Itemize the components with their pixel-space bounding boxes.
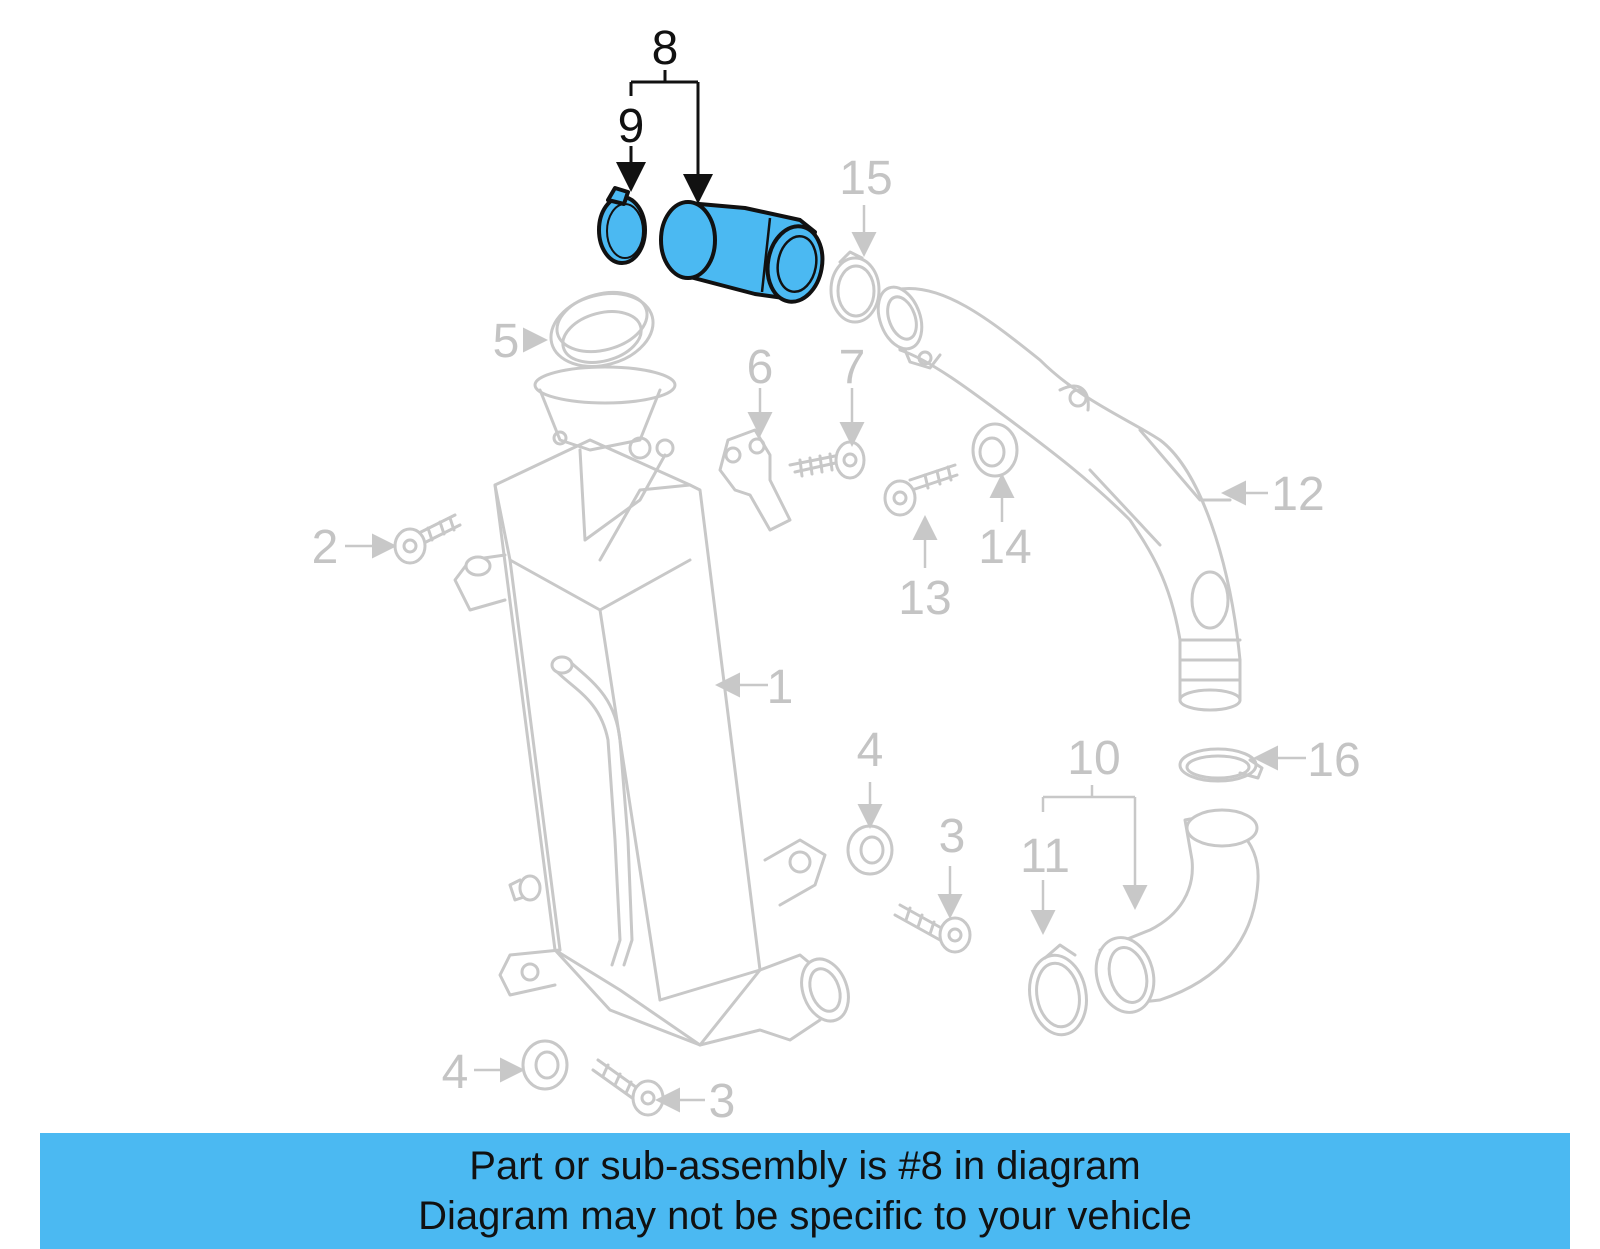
clamp-16-part bbox=[1178, 747, 1264, 783]
grommet-14-part bbox=[971, 422, 1019, 478]
bolt-13-part bbox=[883, 463, 959, 517]
callout-4-lower: 4 bbox=[442, 1046, 469, 1099]
callout-3-lower: 3 bbox=[709, 1075, 736, 1128]
bolt-3-lower-part bbox=[591, 1058, 665, 1117]
callout-11: 11 bbox=[1020, 830, 1070, 883]
intercooler-part bbox=[453, 365, 850, 1047]
clamp-11-part bbox=[1028, 943, 1088, 1037]
grommet-4-lower-part bbox=[521, 1039, 569, 1091]
clamp-15-part bbox=[829, 250, 881, 324]
callout-leaders bbox=[345, 205, 1306, 1113]
callout-labels: 8 9 15 5 6 7 2 13 14 12 1 16 10 4 3 11 4… bbox=[312, 22, 1361, 1128]
hose-8-highlighted-part bbox=[659, 200, 825, 304]
bolt-3-upper-part bbox=[893, 903, 972, 954]
callout-2: 2 bbox=[312, 521, 339, 574]
callout-16: 16 bbox=[1307, 734, 1360, 787]
banner-line-part-number: Part or sub-assembly is #8 in diagram bbox=[469, 1144, 1141, 1188]
callout-14: 14 bbox=[978, 521, 1031, 574]
callout-5: 5 bbox=[493, 315, 520, 368]
callout-7: 7 bbox=[839, 341, 866, 394]
callout-9: 9 bbox=[618, 100, 645, 153]
callout-4-upper: 4 bbox=[857, 724, 884, 777]
callout-12: 12 bbox=[1271, 468, 1324, 521]
banner-line-disclaimer: Diagram may not be specific to your vehi… bbox=[418, 1194, 1192, 1238]
sensor-part bbox=[718, 428, 792, 532]
callout-leaders-highlighted bbox=[616, 70, 713, 204]
callout-10: 10 bbox=[1067, 732, 1120, 785]
callout-6: 6 bbox=[747, 341, 774, 394]
grommet-4-upper-part bbox=[846, 824, 894, 876]
callout-15: 15 bbox=[839, 152, 892, 205]
callout-13: 13 bbox=[898, 572, 951, 625]
seal-ring-part bbox=[549, 290, 655, 368]
info-banner: Part or sub-assembly is #8 in diagram Di… bbox=[40, 1133, 1570, 1249]
callout-8: 8 bbox=[652, 22, 679, 75]
hose-10-part bbox=[1094, 808, 1260, 1014]
bolt-2-part bbox=[393, 513, 462, 565]
screw-7-part bbox=[788, 440, 866, 480]
charge-pipe-12-part bbox=[876, 285, 1242, 712]
callout-1: 1 bbox=[767, 661, 794, 714]
callout-3-upper: 3 bbox=[939, 810, 966, 863]
clamp-9-highlighted-part bbox=[597, 186, 647, 265]
